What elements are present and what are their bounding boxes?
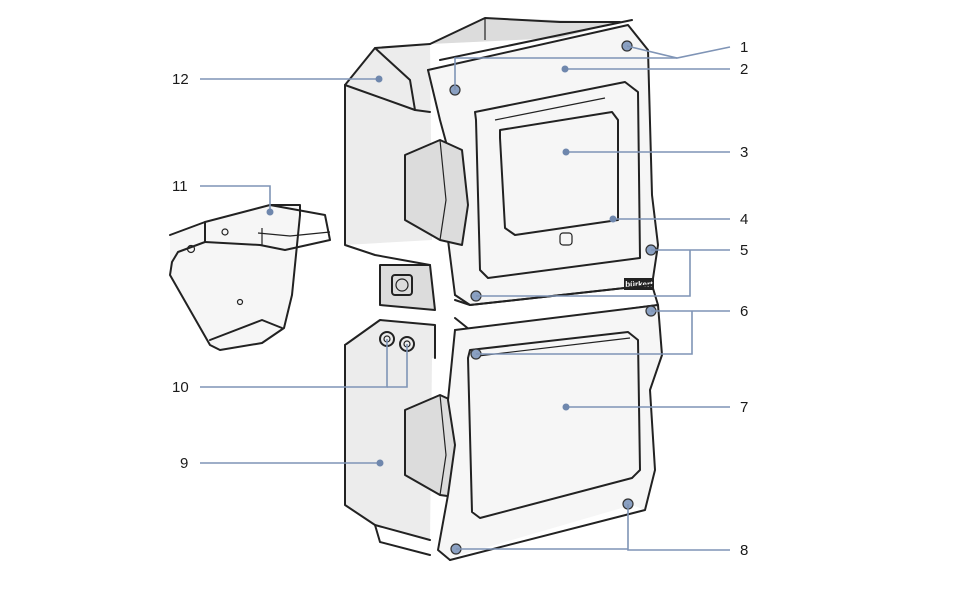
callout-7: 7 [740,399,748,416]
callout-2: 2 [740,61,748,78]
leader-lines [200,45,731,551]
callout-3: 3 [740,144,748,161]
callout-4: 4 [740,211,748,228]
brand-logo: bürkert [625,280,653,289]
callout-1: 1 [740,39,748,56]
callout-6: 6 [740,303,748,320]
callout-11: 11 [172,178,188,195]
callout-9: 9 [180,455,188,472]
callout-10: 10 [172,379,189,396]
callout-8: 8 [740,542,748,559]
callout-12: 12 [172,71,189,88]
callout-5: 5 [740,242,748,259]
wall-bracket [169,204,331,351]
leader-dots [266,65,617,467]
device-body: bürkert [344,17,663,561]
callout-labels: 1 2 3 4 5 6 7 8 9 10 11 12 [172,39,748,559]
